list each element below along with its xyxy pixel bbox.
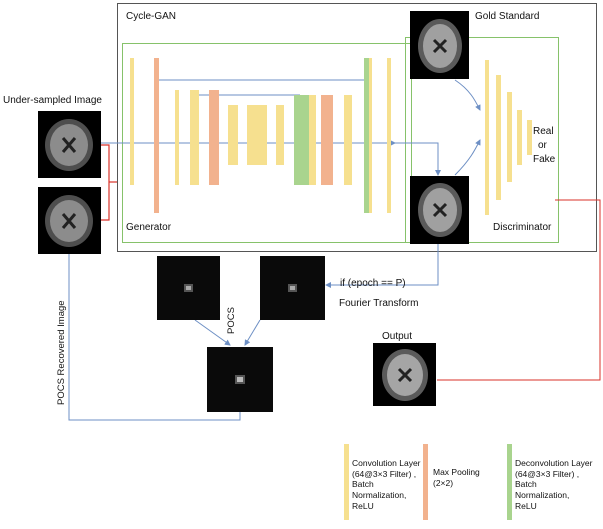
pocs-recovered-label: POCS Recovered Image [56,300,67,405]
real-label: Real [533,126,554,137]
cycle-gan-label: Cycle-GAN [126,11,177,22]
output-label: Output [382,331,413,342]
conv-layer [507,92,512,182]
output-image [373,343,436,406]
kspace-pocs [207,347,273,412]
gold-standard-image [410,11,469,79]
conv-layer [309,95,316,185]
legend-conv-text: Convolution Layer (64@3×3 Filter) , Batc… [352,458,421,511]
legend: Convolution Layer (64@3×3 Filter) , Batc… [340,440,603,529]
legend-conv-swatch [344,444,349,520]
conv-layer [344,95,352,185]
or-label: or [538,140,547,151]
conv-layer [190,90,199,185]
conv-layer [130,58,134,185]
pool-layer [154,58,159,213]
fourier-label: Fourier Transform [339,298,419,309]
deconv-layer [294,95,309,185]
generator-label: Generator [126,222,172,233]
conv-layer [387,58,391,213]
conv-layer [485,60,489,215]
cycle-gan-frame [117,3,597,252]
generated-image [410,176,469,244]
deconv-layer [364,58,369,213]
conv-layer [276,105,284,165]
conv-layer [228,105,238,165]
conv-layer [527,120,532,155]
conv-layer [247,105,267,165]
conv-layer [175,90,179,185]
kspace-generated [260,256,325,320]
pool-layer [209,90,219,185]
under-sampled-label: Under-sampled Image [3,95,102,106]
fake-label: Fake [533,154,556,165]
conv-layer [517,110,522,165]
discriminator-label: Discriminator [493,222,552,233]
under-sampled-image-1 [38,111,101,178]
under-sampled-image-2 [38,187,101,254]
condition-label: if (epoch == P) [340,278,406,289]
conv-layer [369,58,372,213]
conv-layer [496,75,501,200]
legend-deconv-swatch [507,444,512,520]
pocs-label: POCS [226,307,237,334]
legend-pool-swatch [423,444,428,520]
discriminator-frame [405,37,559,243]
pool-layer [321,95,333,185]
legend-pool-text: Max Pooling (2×2) [433,467,480,488]
legend-deconv-text: Deconvolution Layer (64@3×3 Filter) , Ba… [515,458,593,511]
gold-standard-label: Gold Standard [475,11,540,22]
kspace-undersampled [157,256,220,320]
